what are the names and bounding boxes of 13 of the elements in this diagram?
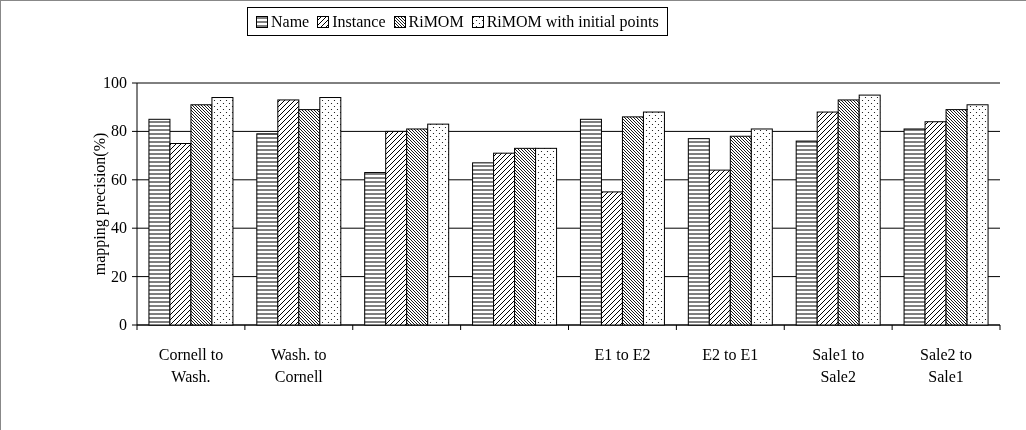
y-axis-title: mapping precision(%): [91, 131, 109, 278]
legend-label: Instance: [332, 11, 386, 32]
category-label: Sale1 to Sale2: [811, 345, 866, 387]
legend-label: RiMOM: [408, 11, 464, 32]
y-tick-label: 0: [118, 316, 127, 334]
category-label: E2 to E1: [701, 345, 760, 365]
y-tick-label: 100: [102, 74, 127, 92]
category-label: Wash. to Cornell: [270, 345, 328, 387]
legend-label: RiMOM with initial points: [486, 11, 659, 33]
category-label: Sale2 to Sale1: [919, 345, 974, 387]
category-label: Cornell to Wash.: [157, 345, 225, 387]
category-label: E1 to E2: [593, 345, 652, 365]
legend-label: Name: [271, 11, 310, 32]
